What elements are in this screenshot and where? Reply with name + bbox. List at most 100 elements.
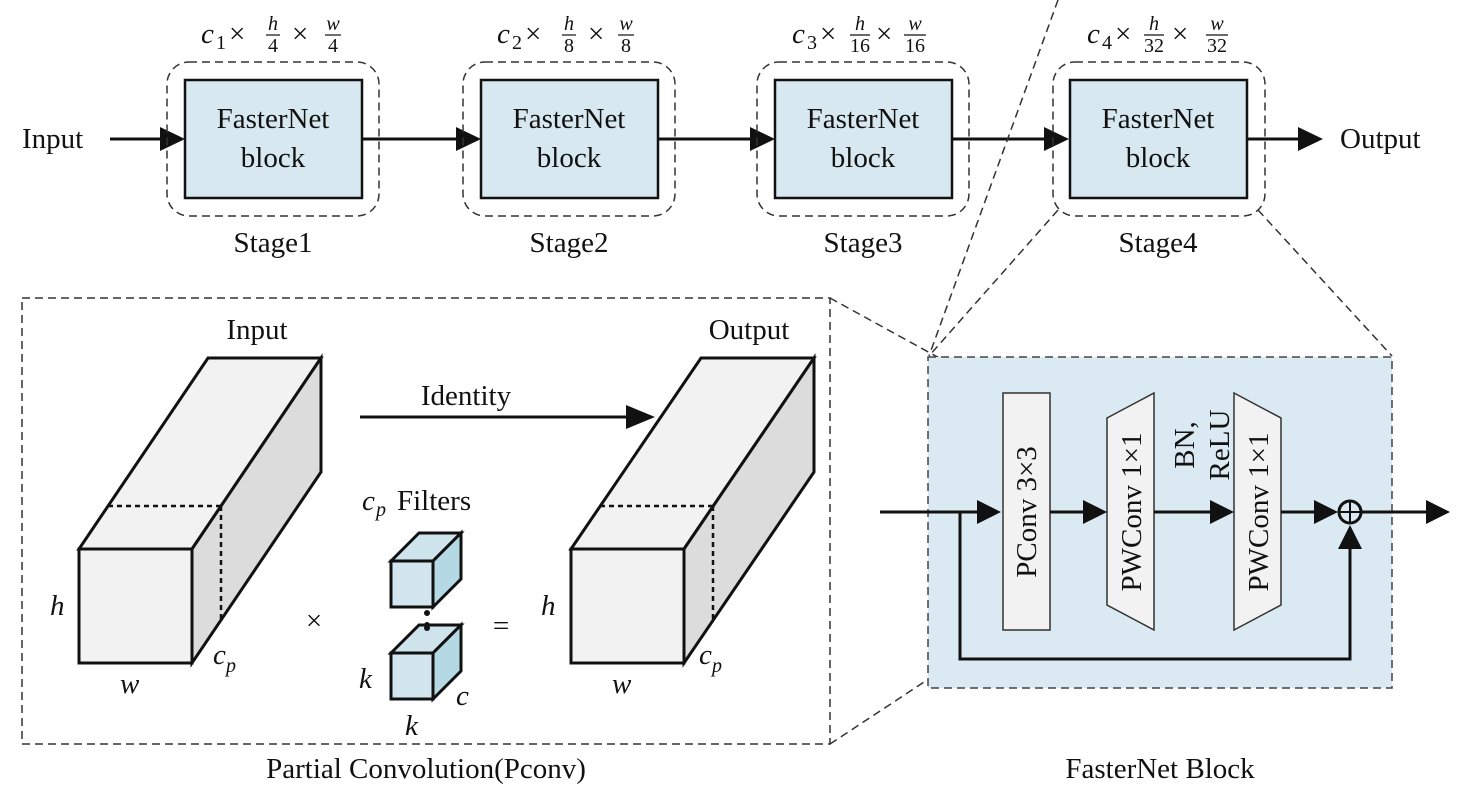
- stage-2-block-line1: FasterNet: [513, 103, 626, 135]
- formula-h-num: h: [564, 13, 574, 35]
- stage-3-label: Stage3: [824, 227, 903, 259]
- equals-sign: =: [493, 610, 509, 642]
- stage-1-shape-formula: c 1 × h 4 × w 4: [201, 13, 341, 57]
- pconv-output-label: Output: [709, 314, 790, 346]
- arrowhead-icon: [750, 127, 775, 151]
- add-node-icon: [1337, 499, 1363, 525]
- relu-label: ReLU: [1204, 410, 1236, 481]
- connector-right: [1257, 209, 1393, 357]
- filters-c-sub: p: [374, 499, 386, 521]
- formula-h-den: 32: [1144, 35, 1164, 57]
- filter-cube-top: [387, 529, 465, 611]
- pwconv-layer-2: [1233, 391, 1282, 632]
- pconv-caption: Partial Convolution(Pconv): [266, 753, 586, 785]
- filters-label: Filters: [397, 485, 471, 517]
- dim-c-label: c: [699, 639, 712, 671]
- multiply-sign: ×: [306, 605, 322, 637]
- pipeline-input-label: Input: [22, 123, 83, 155]
- formula-w-den: 32: [1207, 35, 1227, 57]
- fasternet-block-caption: FasterNet Block: [1065, 753, 1255, 785]
- pwconv-layer-2-label: PWConv 1×1: [1243, 433, 1275, 592]
- stage-2-block: [479, 78, 660, 200]
- connector-left: [928, 209, 1059, 357]
- formula-c-sub: 4: [1102, 32, 1112, 54]
- formula-h-den: 8: [564, 35, 574, 57]
- bn-label: BN,: [1169, 421, 1201, 469]
- stage-2-label: Stage2: [530, 227, 609, 259]
- stage-1: FasterNet block Stage1 c 1 × h 4 × w 4: [166, 13, 380, 259]
- formula-h-den: 16: [850, 35, 870, 57]
- output-tensor-cuboid: [568, 353, 817, 668]
- formula-h-num: h: [268, 13, 278, 35]
- cuboid-front-face: [569, 547, 686, 665]
- formula-times: ×: [588, 18, 604, 50]
- fasternet-block-panel: PConv 3×3 PWConv 1×1 BN, ReLU PWConv 1×1: [880, 356, 1450, 689]
- stage-4-shape-formula: c 4 × h 32 × w 32: [1087, 13, 1228, 57]
- input-tensor-cuboid: [76, 353, 324, 668]
- arrowhead-icon: [1426, 500, 1450, 524]
- stage-2-block-line2: block: [537, 142, 602, 174]
- stage-3-block-line1: FasterNet: [807, 103, 920, 135]
- formula-times: ×: [229, 18, 245, 50]
- arrowhead-icon: [1083, 500, 1107, 524]
- pconv-input-label: Input: [226, 314, 287, 346]
- formula-c-sub: 2: [512, 32, 522, 54]
- block-panel-frame: [927, 356, 1393, 689]
- arrowhead-icon: [626, 405, 655, 429]
- formula-c: c: [497, 18, 510, 50]
- stage-4: FasterNet block Stage4 c 4 × h 32 × w 32: [1052, 13, 1266, 259]
- formula-c: c: [792, 18, 805, 50]
- filters-c: c: [362, 485, 375, 517]
- stage-1-label: Stage1: [234, 227, 313, 259]
- formula-h-num: h: [1149, 13, 1159, 35]
- dim-c-label: c: [213, 639, 226, 671]
- kernel-c: c: [456, 680, 469, 712]
- arrowhead-icon: [160, 127, 185, 151]
- dim-w-label: w: [612, 668, 632, 700]
- stage-1-frame: [166, 61, 380, 217]
- arrowhead-icon: [456, 127, 481, 151]
- stage-3-block-line2: block: [831, 142, 896, 174]
- formula-times: ×: [1172, 18, 1188, 50]
- kernel-k-width: k: [405, 710, 419, 742]
- stage-2: FasterNet block Stage2 c 2 × h 8 × w 8: [462, 13, 676, 259]
- arrowhead-icon: [1044, 127, 1069, 151]
- arrowhead-icon: [1298, 127, 1323, 151]
- formula-w-num: w: [1210, 13, 1224, 35]
- stage-4-block-line1: FasterNet: [1102, 103, 1215, 135]
- pconv-layer: [1002, 392, 1051, 631]
- kernel-k-height: k: [359, 663, 373, 695]
- dim-h-label: h: [541, 590, 556, 622]
- dim-h-label: h: [50, 590, 65, 622]
- formula-c-sub: 3: [807, 32, 817, 54]
- pwconv-layer-1: [1106, 391, 1155, 632]
- pwconv-layer-1-label: PWConv 1×1: [1116, 433, 1148, 592]
- formula-w-num: w: [326, 13, 340, 35]
- arrowhead-icon: [1210, 500, 1234, 524]
- formula-c: c: [201, 18, 214, 50]
- formula-times: ×: [820, 18, 836, 50]
- residual-connection: [958, 512, 1352, 661]
- arrowhead-icon: [1314, 500, 1338, 524]
- stage-3-shape-formula: c 3 × h 16 × w 16: [792, 13, 926, 57]
- formula-times: ×: [525, 18, 541, 50]
- stage-1-block: [183, 78, 364, 200]
- formula-h-num: h: [855, 13, 865, 35]
- cuboid-front-face: [77, 547, 194, 665]
- formula-h-den: 4: [268, 35, 278, 57]
- formula-w-num: w: [908, 13, 922, 35]
- dim-c-sub: p: [224, 655, 236, 677]
- dim-c-sub: p: [710, 655, 722, 677]
- formula-times: ×: [1115, 18, 1131, 50]
- arrowhead-icon: [977, 500, 1001, 524]
- formula-times: ×: [292, 18, 308, 50]
- pipeline-arrows: [110, 127, 1323, 151]
- pipeline-output-label: Output: [1340, 123, 1421, 155]
- pconv-frame: [21, 297, 831, 745]
- stage-4-block: [1068, 78, 1249, 200]
- stage-2-shape-formula: c 2 × h 8 × w 8: [497, 13, 634, 57]
- formula-c: c: [1087, 18, 1100, 50]
- arrowhead-icon: [1338, 525, 1362, 549]
- stage-3-frame: [756, 61, 970, 217]
